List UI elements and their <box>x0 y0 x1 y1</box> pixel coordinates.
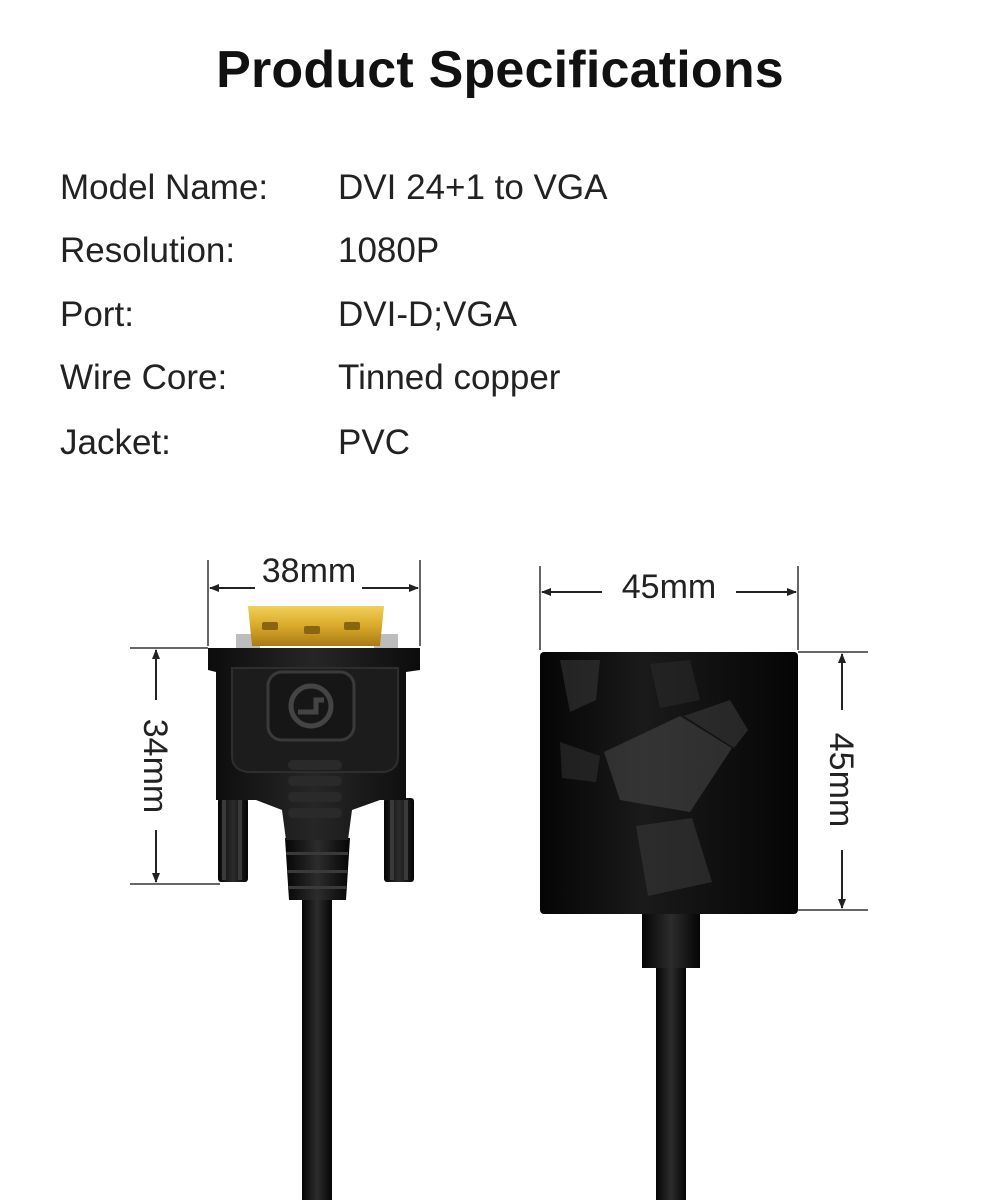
spec-value: 1080P <box>338 231 440 270</box>
vga-cable-collar <box>642 906 700 968</box>
vga-height-dimension: 45mm <box>798 651 868 911</box>
dvi-height-label: 34mm <box>136 719 174 813</box>
dvi-connector <box>208 606 420 1200</box>
dvi-grip-ribs <box>288 760 342 818</box>
spec-value: PVC <box>338 423 410 462</box>
spec-label: Jacket: <box>60 423 171 462</box>
vga-width-dimension: 45mm <box>539 566 799 650</box>
spec-row-resolution: Resolution: 1080P <box>0 226 1000 276</box>
spec-row-jacket: Jacket: PVC <box>0 418 1000 468</box>
spec-label: Wire Core: <box>60 358 228 397</box>
spec-label: Resolution: <box>60 231 236 270</box>
vga-height-label: 45mm <box>822 733 860 827</box>
vga-width-label: 45mm <box>622 568 716 606</box>
spec-label: Model Name: <box>60 168 269 207</box>
dvi-logo-icon <box>266 670 356 742</box>
dvi-right-screw <box>384 798 414 882</box>
dvi-strain-relief <box>285 838 350 900</box>
dvi-gold-plug <box>236 606 398 650</box>
dvi-width-dimension: 38mm <box>207 552 421 646</box>
vga-connector <box>540 652 798 1200</box>
spec-row-model-name: Model Name: DVI 24+1 to VGA <box>0 163 1000 213</box>
dvi-height-dimension: 34mm <box>130 647 220 885</box>
vga-cable <box>656 964 686 1200</box>
vga-reflection <box>560 660 748 896</box>
spec-row-wire-core: Wire Core: Tinned copper <box>0 353 1000 403</box>
dvi-left-screw <box>218 798 248 882</box>
spec-row-port: Port: DVI-D;VGA <box>0 290 1000 340</box>
spec-value: DVI-D;VGA <box>338 295 517 334</box>
spec-value: Tinned copper <box>338 358 561 397</box>
spec-value: DVI 24+1 to VGA <box>338 168 608 207</box>
dvi-width-label: 38mm <box>262 552 356 590</box>
dvi-cable <box>302 880 332 1200</box>
page-title: Product Specifications <box>216 41 784 99</box>
spec-label: Port: <box>60 295 134 334</box>
